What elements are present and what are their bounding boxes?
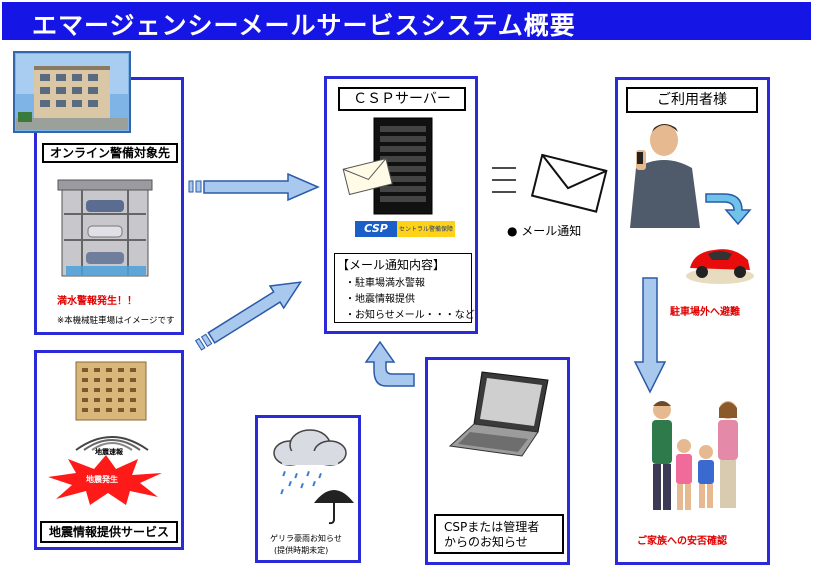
man-with-phone-image [630, 124, 700, 228]
server-title: ＣＳＰサーバー [338, 87, 466, 111]
csp-logo-subtext: セントラル警備保障 [399, 226, 454, 233]
admin-label: CSPまたは管理者 からのお知らせ [434, 514, 564, 554]
arrow-parking-to-server [188, 172, 320, 202]
tall-building-image [75, 361, 147, 421]
laptop-icon [448, 371, 549, 457]
image-note-text: ※本機械駐車場はイメージです [57, 316, 175, 326]
curved-arrow-right-down [705, 193, 752, 226]
rain-note-line2: (提供時期未定) [274, 546, 329, 555]
mail-content-item-1: ・駐車場満水警報 [345, 278, 425, 289]
csp-logo-mark: CSP [355, 221, 397, 237]
mail-content-box [334, 253, 472, 323]
user-panel [615, 77, 770, 565]
earthquake-burst-icon [48, 455, 162, 505]
apartment-building-image [13, 51, 131, 133]
csp-logo: CSP セントラル警備保障 [355, 221, 455, 237]
mail-content-item-2: ・地震情報提供 [345, 294, 415, 305]
earthquake-flash-label: 地震速報 [95, 448, 123, 456]
arrow-admin-to-server [364, 340, 415, 387]
earthquake-burst-text: 地震発生 [86, 475, 118, 484]
safety-check-text: ご家族への安否確認 [637, 536, 727, 547]
admin-label-line2: からのお知らせ [444, 535, 528, 549]
mail-content-item-3: ・お知らせメール・・・など [345, 310, 475, 321]
mail-envelope-icon [492, 153, 608, 213]
mail-content-title: 【メール通知内容】 [337, 258, 446, 272]
evacuate-text: 駐車場外へ避難 [670, 307, 740, 318]
family-image [652, 401, 738, 510]
umbrella-icon [314, 490, 354, 525]
rain-note-line1: ゲリラ豪雨お知らせ [270, 534, 342, 543]
rain-cloud-icon [273, 429, 347, 495]
flood-alert-text: 満水警報発生！！ [57, 296, 137, 307]
mechanical-parking-image [57, 179, 153, 277]
arrow-earthquake-to-server [194, 281, 303, 351]
page-title: エマージェンシーメールサービスシステム概要 [32, 11, 576, 40]
user-title: ご利用者様 [626, 87, 758, 113]
earthquake-label: 地震情報提供サービス [40, 521, 178, 543]
mail-notice-label: ● メール通知 [507, 224, 582, 238]
server-rack-icon [342, 117, 433, 215]
title-bar: エマージェンシーメールサービスシステム概要 [2, 2, 811, 40]
admin-label-line1: CSPまたは管理者 [444, 520, 540, 534]
red-car-image [686, 249, 754, 284]
seismic-wave-icon [75, 436, 149, 451]
online-site-label: オンライン警備対象先 [42, 143, 178, 163]
arrow-down [633, 277, 667, 394]
